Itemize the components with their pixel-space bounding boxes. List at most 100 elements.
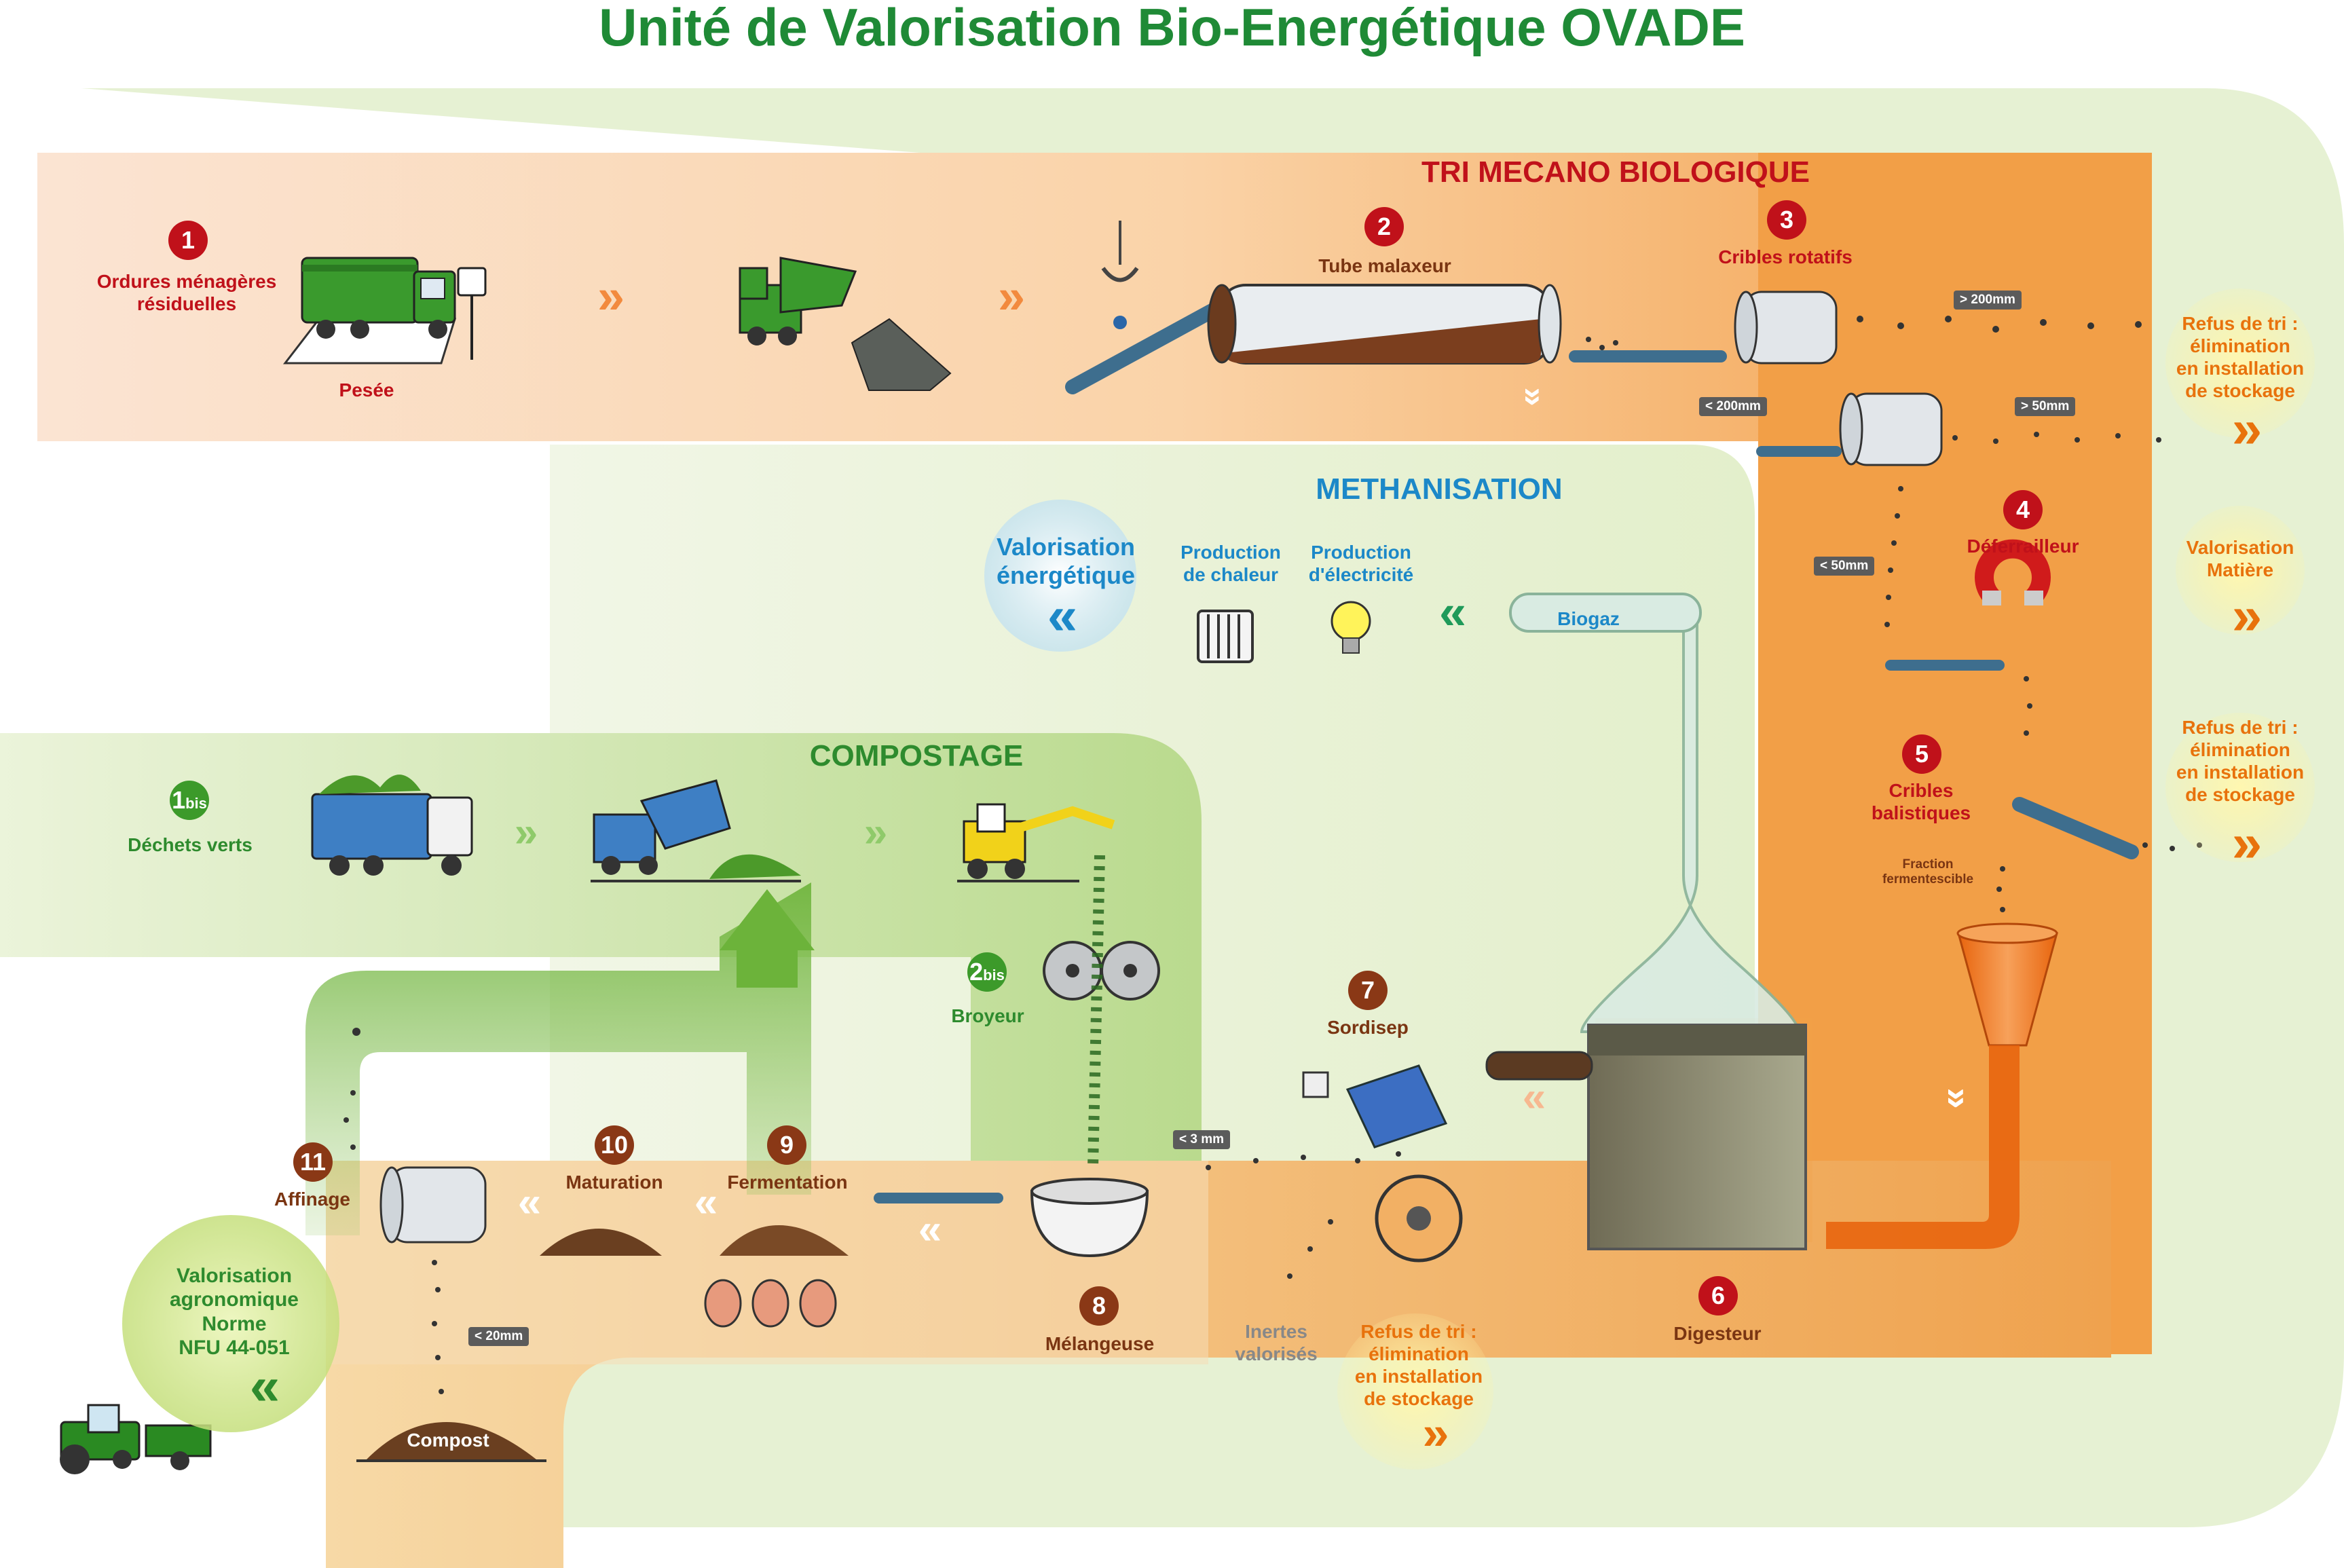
- flow-chevron-1-icon: »: [597, 269, 625, 324]
- step-2-label: Tube malaxeur: [1318, 255, 1451, 276]
- refus-glow-3: [1337, 1313, 1493, 1470]
- step-6-badge: 6: [1698, 1276, 1738, 1315]
- step-10-badge: 10: [595, 1125, 634, 1165]
- light-bulb-icon: [1331, 601, 1371, 654]
- flow-chevron-2-icon: »: [997, 269, 1026, 324]
- step-7-badge: 7: [1348, 971, 1388, 1010]
- truck-weighing-icon: [282, 257, 487, 365]
- valorisation-matiere-label: Valorisation Matière: [2186, 537, 2294, 581]
- biogaz-label: Biogaz: [1557, 608, 1620, 629]
- size-tag-gt200: > 200mm: [1954, 291, 2022, 310]
- crible-rotatif-2-icon: [1839, 392, 1943, 466]
- sordisep-icon: [1302, 1064, 1463, 1263]
- aeration-bulbs-icon: [704, 1279, 837, 1328]
- flow-chevron-down-1-icon: »: [1515, 387, 1554, 407]
- refus-3-chevron-icon: »: [1422, 1406, 1449, 1459]
- flow-chevron-8-icon: «: [1522, 1074, 1546, 1121]
- step-3-badge: 3: [1767, 200, 1806, 240]
- refus-tri-1-label: Refus de tri : élimination en installati…: [2176, 313, 2305, 402]
- biogaz-chevron-icon: «: [1438, 585, 1467, 639]
- refining-screen-icon: [379, 1166, 487, 1244]
- matiere-chevron-icon: »: [2231, 585, 2263, 646]
- dumping-green-truck-icon: [593, 779, 801, 879]
- section-methanisation-title: METHANISATION: [1316, 472, 1563, 506]
- loader-icon: [963, 803, 1115, 879]
- dump-truck-icon: [739, 257, 952, 391]
- production-electricite-label: Production d'électricité: [1308, 542, 1414, 586]
- step-9-badge: 9: [767, 1125, 806, 1165]
- step-2-badge: 2: [1364, 207, 1404, 246]
- step-11-label: Affinage: [274, 1189, 350, 1210]
- shredder-icon: [1043, 941, 1160, 1001]
- mixer-icon: [1030, 1178, 1149, 1258]
- energy-chevron-icon: «: [1047, 585, 1078, 646]
- fermentation-pile: [720, 1225, 849, 1256]
- step-7-label: Sordisep: [1327, 1017, 1409, 1038]
- step-9-label: Fermentation: [727, 1172, 848, 1193]
- refus-tri-3-label: Refus de tri : élimination en installati…: [1354, 1321, 1483, 1410]
- step-2bis-badge: 2bis: [967, 952, 1007, 992]
- compostage-band: [0, 733, 1202, 1168]
- matiere-glow: [2176, 506, 2305, 635]
- step-4-label: Déferrailleur: [1967, 536, 2079, 557]
- step-1-label: Ordures ménagères résiduelles: [96, 271, 277, 315]
- crible-rotatif-1-icon: [1734, 291, 1838, 365]
- production-chaleur-label: Production de chaleur: [1180, 542, 1281, 586]
- step-5-label: Cribles balistiques: [1871, 780, 1971, 824]
- refus-1-chevron-icon: »: [2231, 398, 2263, 459]
- step-8-label: Mélangeuse: [1045, 1333, 1155, 1354]
- step-2bis-label: Broyeur: [951, 1005, 1024, 1026]
- step-4-badge: 4: [2003, 490, 2043, 529]
- grab-crane-icon: [1101, 221, 1139, 329]
- green-waste-truck-icon: [311, 774, 473, 876]
- digester-icon: [1485, 593, 1807, 1250]
- funnel-icon: [1826, 922, 2058, 1249]
- return-up-arrow: [305, 882, 811, 1235]
- size-tag-lt3: < 3 mm: [1173, 1130, 1231, 1149]
- step-5-badge: 5: [1902, 734, 1941, 774]
- flow-chevron-7-icon: «: [918, 1206, 942, 1253]
- step-1-badge: 1: [168, 221, 208, 260]
- refus-glow-2: [2165, 713, 2315, 862]
- maturation-pile: [540, 1229, 662, 1256]
- step-10-label: Maturation: [565, 1172, 663, 1193]
- tractor-icon: [60, 1404, 212, 1474]
- flow-chevron-3-icon: »: [514, 809, 538, 856]
- step-8-badge: 8: [1079, 1286, 1119, 1326]
- flow-chevron-down-2-icon: »: [1937, 1087, 1981, 1109]
- valorisation-energetique-label: Valorisation énergétique: [996, 533, 1136, 590]
- section-tmb-title: TRI MECANO BIOLOGIQUE: [1421, 155, 1810, 189]
- size-tag-lt20: < 20mm: [468, 1327, 529, 1346]
- step-1bis-label: Déchets verts: [128, 834, 253, 855]
- valorisation-agronomique-label: Valorisation agronomique Norme NFU 44-05…: [169, 1265, 299, 1360]
- radiator-icon: [1197, 610, 1254, 663]
- flow-chevron-4-icon: »: [863, 809, 888, 856]
- magnet-icon: [1975, 539, 2051, 605]
- section-compostage-title: COMPOSTAGE: [809, 739, 1024, 772]
- step-6-label: Digesteur: [1673, 1323, 1762, 1344]
- agro-chevron-icon: «: [249, 1356, 280, 1416]
- ballistic-screen-icon: [2012, 797, 2139, 859]
- agro-glow: [122, 1215, 339, 1432]
- fraction-fermentescible-label: Fraction fermentescible: [1882, 857, 1974, 887]
- conveyor-1: [1065, 298, 1229, 394]
- particle-streams: [343, 316, 2202, 1394]
- energy-glow: [984, 500, 1136, 652]
- pesee-label: Pesée: [339, 379, 394, 400]
- inertes-valorises-label: Inertes valorisés: [1235, 1321, 1318, 1365]
- step-11-badge: 11: [293, 1142, 333, 1182]
- step-3-label: Cribles rotatifs: [1718, 246, 1853, 267]
- page-title: Unité de Valorisation Bio-Energétique OV…: [599, 0, 1745, 57]
- tube-malaxeur-icon: [1207, 284, 1562, 365]
- flow-chevron-6-icon: «: [694, 1179, 718, 1226]
- compost-pile: [367, 1422, 536, 1459]
- refus-glow-1: [2165, 288, 2315, 438]
- size-tag-gt50: > 50mm: [2015, 397, 2076, 416]
- refus-tri-2-label: Refus de tri : élimination en installati…: [2176, 717, 2305, 806]
- size-tag-lt50: < 50mm: [1814, 557, 1875, 576]
- refus-2-chevron-icon: »: [2231, 813, 2263, 873]
- flow-chevron-5-icon: «: [517, 1179, 542, 1226]
- step-1bis-badge: 1bis: [170, 781, 209, 820]
- size-tag-lt200: < 200mm: [1699, 397, 1767, 416]
